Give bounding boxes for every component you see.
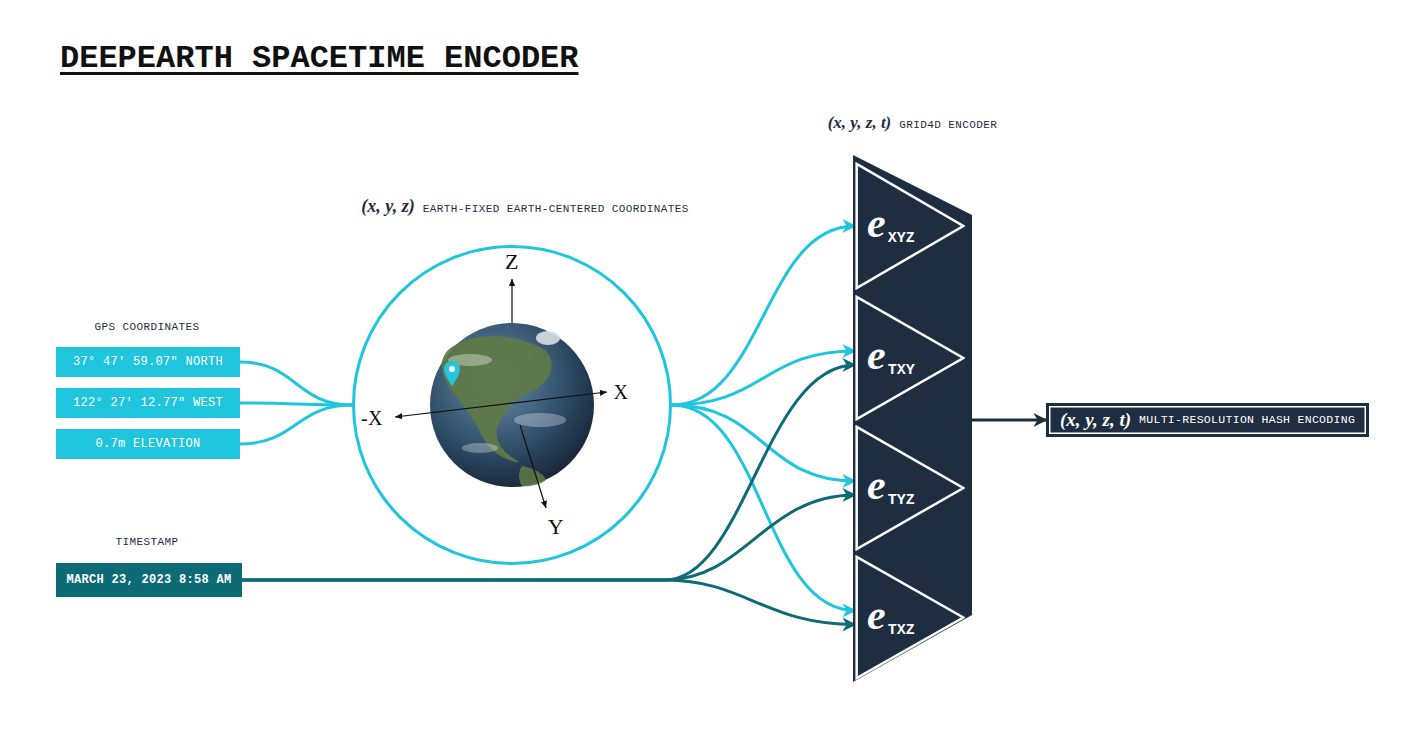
coordinate-text: 0.7m ELEVATION xyxy=(95,437,200,451)
axis-label: -X xyxy=(361,408,383,428)
connector-arrow xyxy=(240,362,352,405)
gps-node: 0.7m ELEVATION xyxy=(56,429,240,459)
location-pin-dot xyxy=(449,366,455,372)
heading-text: EARTH-FIXED EARTH-CENTERED COORDINATES xyxy=(423,203,689,216)
time-node: MARCH 23, 2023 8:58 AM xyxy=(56,563,242,597)
continent xyxy=(442,336,552,462)
connector-arrow xyxy=(242,365,855,580)
embedding-subscript: XYZ xyxy=(888,230,915,247)
embedding-symbol: e xyxy=(867,462,886,508)
globe-node: (x, y, z)EARTH-FIXED EARTH-CENTERED COOR… xyxy=(352,245,672,565)
connector-arrow xyxy=(242,495,855,580)
out-node: (x, y, z, t) MULTI-RESOLUTION HASH ENCODI… xyxy=(1046,403,1369,437)
location-pin xyxy=(444,361,460,386)
tri-node: eTXY xyxy=(855,295,965,421)
embedding-symbol: e xyxy=(867,332,886,378)
triangle-label: eXYZ xyxy=(867,202,915,246)
timestamp-text: MARCH 23, 2023 8:58 AM xyxy=(66,573,231,587)
globe-heading: (x, y, z) EARTH-FIXED EARTH-CENTERED COOR… xyxy=(361,196,688,218)
x-axis xyxy=(395,392,607,417)
math-label: (x, y, z, t) xyxy=(828,113,892,133)
triangle-outline xyxy=(857,297,964,419)
triangle-label: eTXZ xyxy=(867,593,915,637)
cloud xyxy=(462,443,498,453)
tri-node: eTXZ xyxy=(855,555,965,680)
embedding-subscript: TYZ xyxy=(888,492,915,509)
ice-cap xyxy=(536,331,560,345)
embedding-subscript: TXZ xyxy=(888,621,915,638)
connector-arrow xyxy=(672,405,855,481)
y-axis xyxy=(520,425,546,508)
group-heading: TIMESTAMP xyxy=(115,536,178,549)
axis-label: Y xyxy=(548,516,564,538)
tri-node: eXYZ xyxy=(855,162,965,290)
coordinate-text: 37° 47′ 59.07″ NORTH xyxy=(73,355,223,369)
triangle-outline xyxy=(857,164,964,288)
encoder-shape xyxy=(853,155,972,682)
embedding-symbol: e xyxy=(867,591,886,637)
connector-arrow xyxy=(240,405,352,444)
connector-arrow xyxy=(240,403,352,405)
gps-node: 37° 47′ 59.07″ NORTH xyxy=(56,347,240,377)
trap-node: (x, y, z, t)GRID4D ENCODEReXYZeTXYeTYZeT… xyxy=(853,155,972,682)
connector-arrow xyxy=(242,580,855,625)
heading-text: GRID4D ENCODER xyxy=(899,119,997,132)
encoder-heading: (x, y, z, t) GRID4D ENCODER xyxy=(828,113,998,133)
axis-label: Z xyxy=(505,251,519,273)
continent xyxy=(519,466,546,486)
embedding-symbol: e xyxy=(867,200,886,246)
math-label: (x, y, z, t) xyxy=(1060,409,1131,432)
tri-node: eTYZ xyxy=(855,425,965,551)
triangle-label: eTXY xyxy=(867,334,915,378)
gps-node: 122° 27′ 12.77″ WEST xyxy=(56,388,240,418)
axis-label: X xyxy=(614,382,629,402)
globe xyxy=(430,323,594,487)
math-label: (x, y, z) xyxy=(361,196,414,218)
output-text: MULTI-RESOLUTION HASH ENCODING xyxy=(1139,413,1355,427)
coordinate-text: 122° 27′ 12.77″ WEST xyxy=(73,396,223,410)
diagram-title: DEEPEARTH SPACETIME ENCODER xyxy=(60,40,578,78)
z-axis xyxy=(511,279,512,323)
triangle-outline xyxy=(857,557,964,678)
group-heading: GPS COORDINATES xyxy=(94,321,199,334)
connector-arrow xyxy=(672,226,855,405)
connector-arrow xyxy=(972,419,1046,422)
triangle-label: eTYZ xyxy=(867,464,915,508)
cloud xyxy=(514,413,566,427)
triangle-outline xyxy=(857,427,964,549)
connector-arrow xyxy=(672,351,855,405)
embedding-subscript: TXY xyxy=(888,362,915,379)
connector-arrow xyxy=(672,405,855,611)
